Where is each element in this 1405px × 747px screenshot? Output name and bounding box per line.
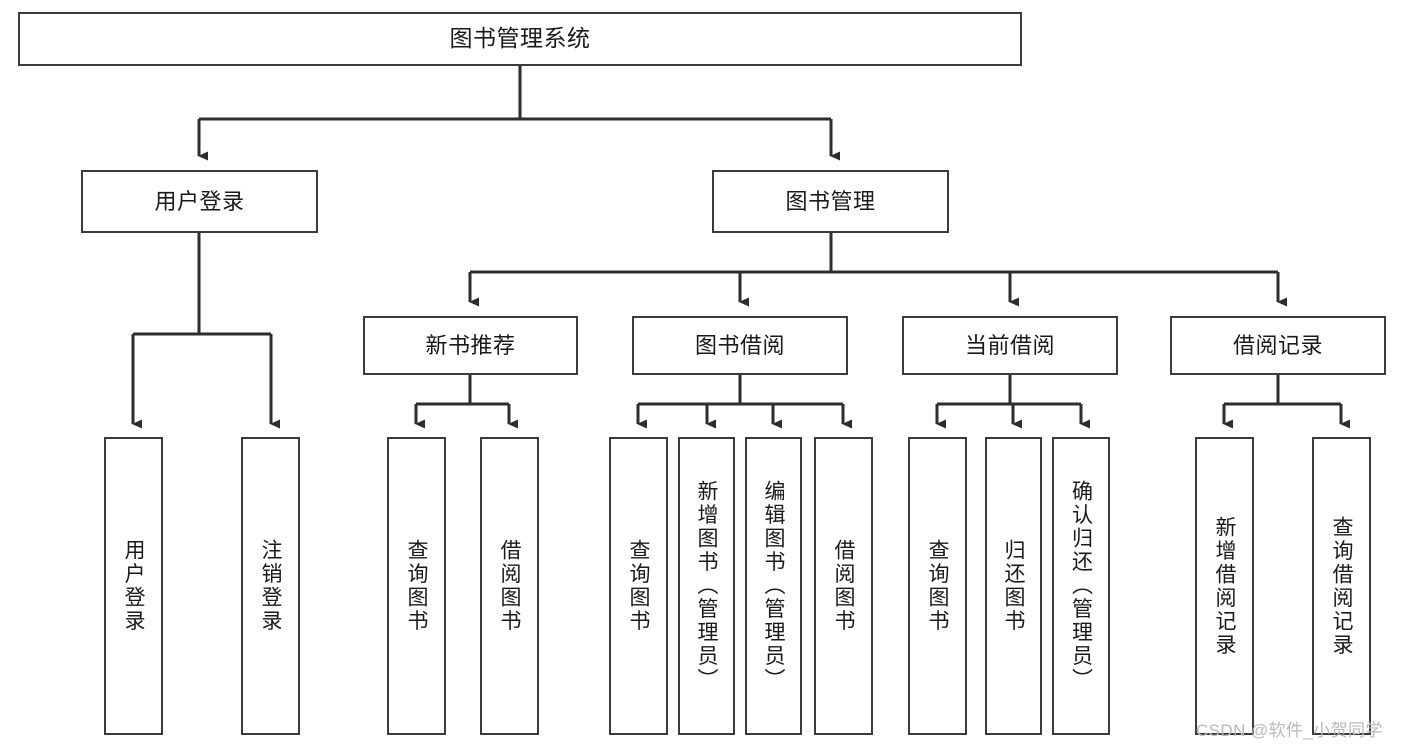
node-user-login[interactable]: 用户登录 [81, 170, 318, 233]
node-label: 借阅图书 [498, 539, 521, 633]
leaf-logout[interactable]: 注销登录 [241, 437, 300, 735]
node-label: 确认归还（管理员） [1069, 480, 1093, 692]
leaf-add-borrow-record[interactable]: 新增借阅记录 [1195, 437, 1254, 735]
leaf-query-borrow-record[interactable]: 查询借阅记录 [1312, 437, 1371, 735]
leaf-return-book[interactable]: 归还图书 [985, 437, 1042, 735]
node-label: 查询借阅记录 [1330, 515, 1353, 657]
node-label: 新书推荐 [425, 332, 516, 358]
node-label: 新增借阅记录 [1213, 515, 1236, 657]
leaf-query-book-newbook[interactable]: 查询图书 [387, 437, 446, 735]
node-label: 注销登录 [259, 539, 282, 633]
node-current-borrow[interactable]: 当前借阅 [902, 316, 1118, 375]
node-label: 查询图书 [405, 539, 428, 633]
node-label: 当前借阅 [964, 332, 1055, 358]
node-system-root[interactable]: 图书管理系统 [18, 12, 1022, 66]
node-label: 新增图书（管理员） [695, 480, 718, 692]
node-borrow-record[interactable]: 借阅记录 [1170, 316, 1386, 375]
leaf-borrow-book-newbook[interactable]: 借阅图书 [480, 437, 539, 735]
node-label: 图书借阅 [694, 332, 785, 358]
leaf-query-book-current[interactable]: 查询图书 [908, 437, 967, 735]
csdn-watermark: CSDN @软件_小贺同学 [1196, 721, 1383, 740]
leaf-add-book-admin[interactable]: 新增图书（管理员） [678, 437, 735, 735]
leaf-edit-book-admin[interactable]: 编辑图书（管理员） [745, 437, 802, 735]
node-label: 图书管理系统 [449, 25, 591, 52]
node-label: 图书管理 [785, 188, 876, 214]
node-label: 编辑图书（管理员） [762, 480, 785, 692]
node-label: 查询图书 [926, 539, 949, 633]
leaf-borrow-book-borrow[interactable]: 借阅图书 [814, 437, 873, 735]
node-label: 归还图书 [1002, 539, 1025, 633]
leaf-user-login[interactable]: 用户登录 [104, 437, 163, 735]
node-label: 借阅图书 [832, 539, 855, 633]
node-book-management[interactable]: 图书管理 [712, 170, 949, 233]
node-book-borrow[interactable]: 图书借阅 [632, 316, 848, 375]
node-label: 查询图书 [627, 539, 650, 633]
leaf-query-book-borrow[interactable]: 查询图书 [609, 437, 668, 735]
node-label: 用户登录 [154, 188, 245, 214]
leaf-confirm-return-admin[interactable]: 确认归还（管理员） [1052, 437, 1110, 735]
node-label: 用户登录 [122, 539, 145, 633]
node-label: 借阅记录 [1232, 332, 1323, 358]
node-new-book-recommend[interactable]: 新书推荐 [363, 316, 578, 375]
